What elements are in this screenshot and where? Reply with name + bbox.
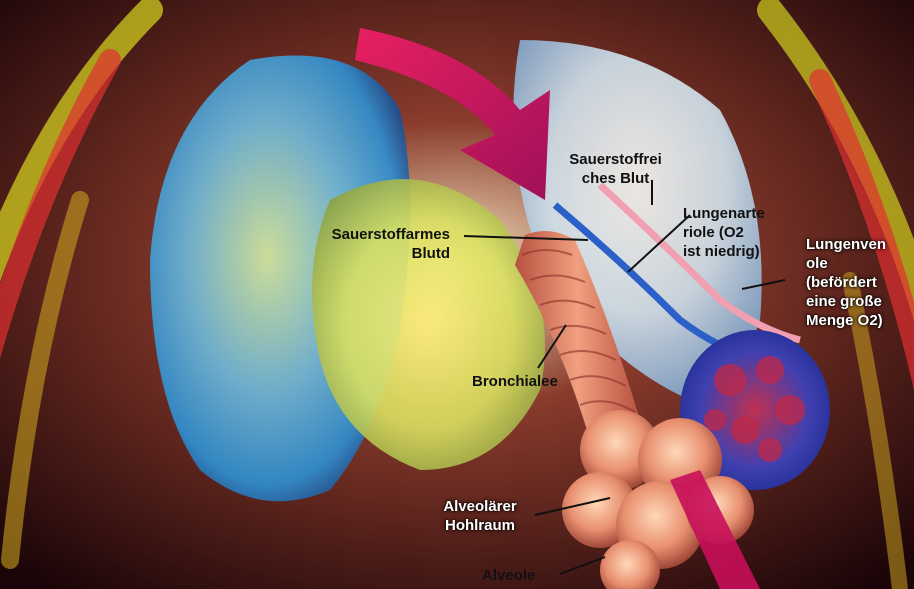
label-lungenarteriole: Lungenarte riole (O2 ist niedrig) xyxy=(683,204,793,261)
label-sauerstoffreiches-blut: Sauerstoffrei ches Blut xyxy=(553,150,678,188)
label-bronchiale: Bronchialee xyxy=(472,372,592,391)
label-lungenvenole: Lungenven ole (befördert eine große Meng… xyxy=(806,235,912,330)
label-alveole: Alveole xyxy=(482,566,562,585)
label-alveolaerer-hohlraum: Alveolärer Hohlraum xyxy=(425,497,535,535)
label-sauerstoffarmes-blut: Sauerstoffarmes Blutd xyxy=(300,225,450,263)
